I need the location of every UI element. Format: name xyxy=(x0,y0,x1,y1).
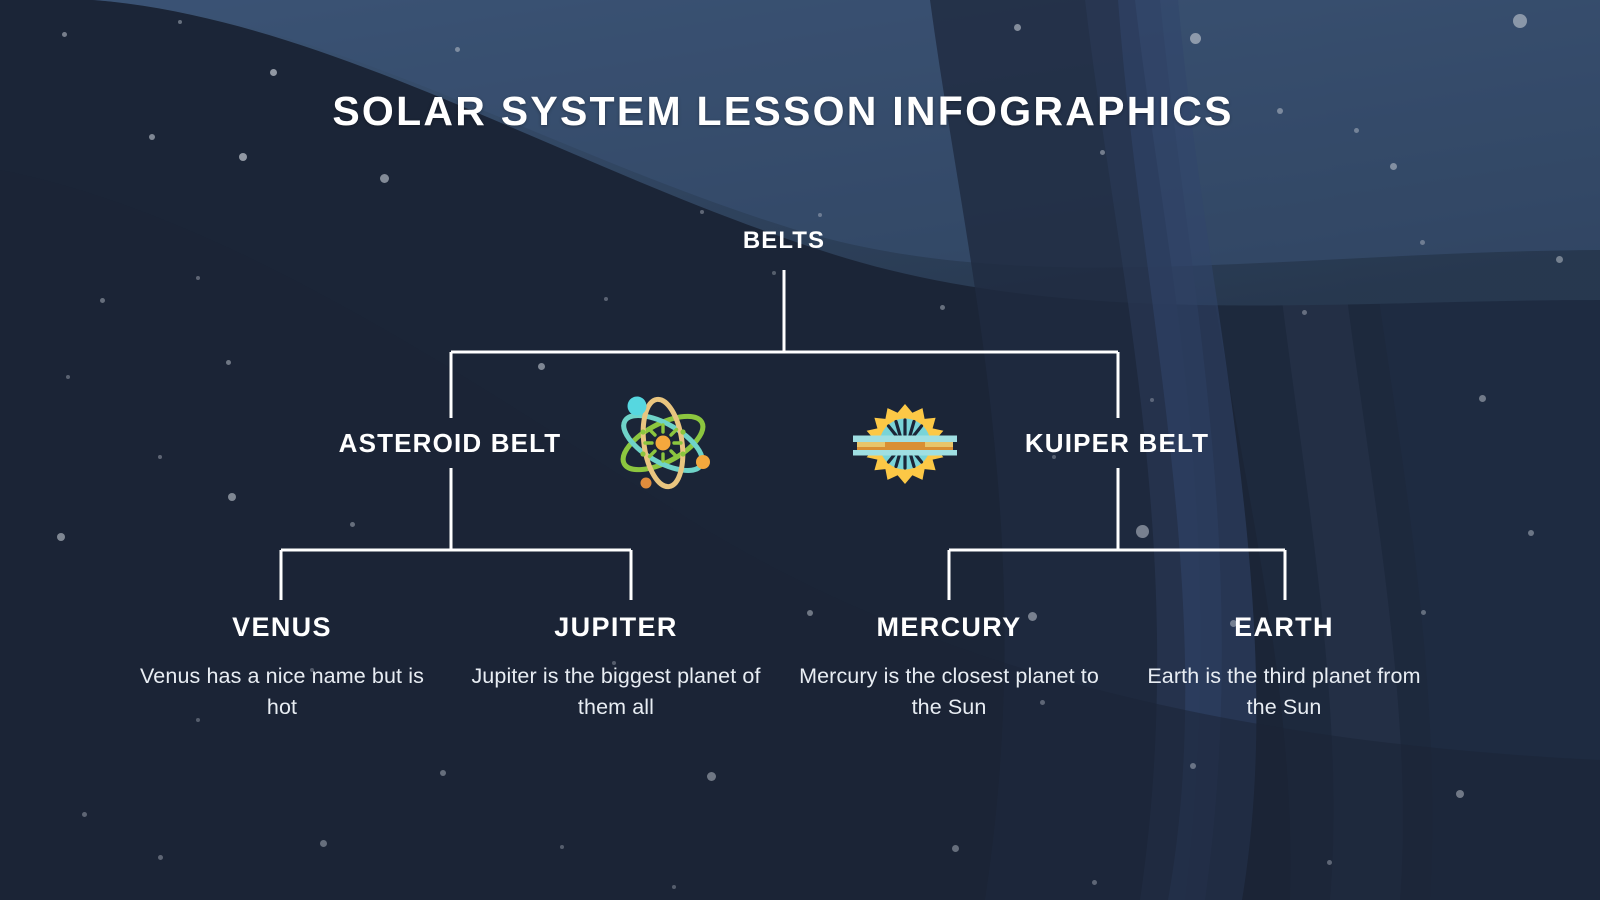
node-asteroid-belt[interactable]: ASTEROID BELT xyxy=(338,428,562,458)
leaf-description: Earth is the third planet from the Sun xyxy=(1147,664,1421,719)
node-belts[interactable]: BELTS xyxy=(742,227,826,254)
leaf-title: MERCURY xyxy=(876,612,1022,642)
leaf-node-mercury[interactable]: MERCURY Mercury is the closest planet to… xyxy=(799,614,1099,722)
leaf-title: VENUS xyxy=(232,612,332,642)
leaf-description: Jupiter is the biggest planet of them al… xyxy=(471,664,761,719)
leaf-description: Venus has a nice name but is hot xyxy=(140,664,424,719)
leaf-node-earth[interactable]: EARTH Earth is the third planet from the… xyxy=(1134,614,1434,722)
node-kuiper-belt[interactable]: KUIPER BELT xyxy=(1024,428,1210,458)
sun-icon xyxy=(853,398,957,490)
leaf-description: Mercury is the closest planet to the Sun xyxy=(799,664,1099,719)
leaf-node-venus[interactable]: VENUS Venus has a nice name but is hot xyxy=(132,614,432,722)
page-title: SOLAR SYSTEM LESSON INFOGRAPHICS xyxy=(332,88,1234,134)
atom-icon xyxy=(608,393,718,493)
leaf-title: EARTH xyxy=(1234,612,1334,642)
leaf-node-jupiter[interactable]: JUPITER Jupiter is the biggest planet of… xyxy=(466,614,766,722)
leaf-title: JUPITER xyxy=(554,612,678,642)
